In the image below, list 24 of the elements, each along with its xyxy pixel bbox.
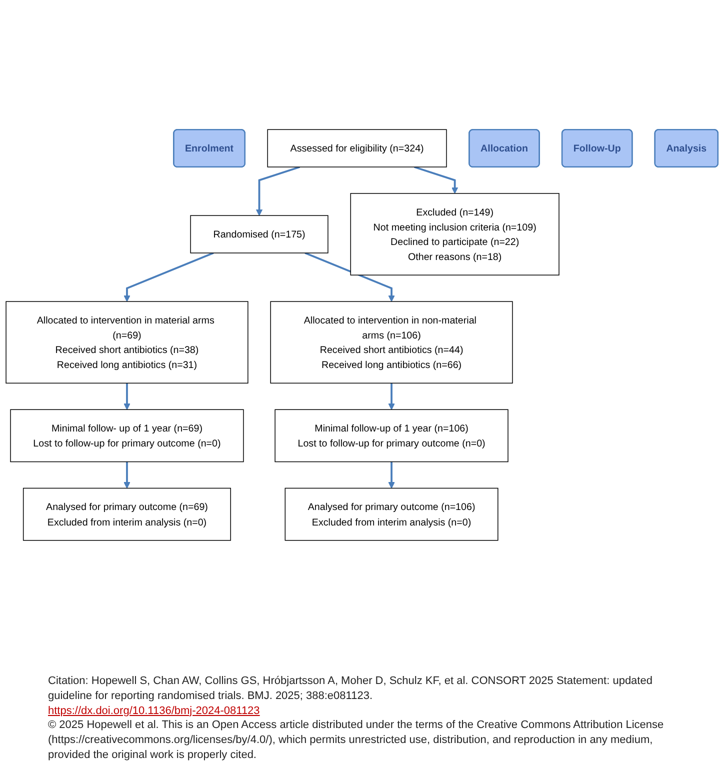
- process-box: Analysed for primary outcome (n=69) Excluded from interim analysis (n=0): [22, 488, 231, 541]
- arrow: [388, 383, 395, 410]
- arrow: [256, 166, 300, 216]
- arrow: [124, 252, 214, 302]
- stage-label-box: Follow-Up: [561, 129, 633, 168]
- process-box: Minimal follow-up of 1 year (n=106) Lost to follow-up for primary outcome (n=0): [274, 409, 508, 462]
- process-box: Assessed for eligibility (n=324): [267, 129, 447, 168]
- arrow: [124, 462, 130, 489]
- process-box: Minimal follow- up of 1 year (n=69) Lost to follow-up for primary outcome (n=0): [10, 409, 244, 462]
- arrow: [414, 166, 458, 194]
- process-box: Allocated to intervention in non-material arms (n=106) Received short antibiotics (n=44) Received long antibiotics (n=66): [270, 301, 513, 384]
- stage-label-box: Allocation: [468, 129, 540, 168]
- citation-text: Citation: Hopewell S, Chan AW, Collins GS, Hróbjartsson A, Moher D, Schulz KF, et al. CONSORT 2025 Statement: updated guideline for reporting randomised trials. BMJ. 2025; 388:e081123.: [48, 674, 654, 704]
- license-text: © 2025 Hopewell et al. This is an Open Access article distributed under the terms of the Creative Commons Attribution License (https://creativecommons.org/licenses/by/4.0/), which permits unrestricted use, distribution, and reproduction in any medium, provided the original work is properly cited.: [48, 718, 665, 763]
- arrow: [124, 383, 130, 410]
- stage-label-box: Analysis: [654, 129, 719, 168]
- stage-label-box: Enrolment: [173, 129, 246, 168]
- doi-link: https://dx.doi.org/10.1136/bmj-2024-081123: [48, 704, 260, 717]
- process-box: Analysed for primary outcome (n=106) Excluded from interim analysis (n=0): [284, 488, 498, 541]
- arrow: [388, 462, 395, 489]
- process-box: Allocated to intervention in material arms (n=69) Received short antibiotics (n=38) Received long antibiotics (n=31): [6, 301, 248, 384]
- process-box: Randomised (n=175): [190, 215, 328, 254]
- arrow: [304, 252, 395, 302]
- process-box: Excluded (n=149) Not meeting inclusion criteria (n=109) Declined to participate (n=22) Other reasons (n=18): [350, 193, 560, 276]
